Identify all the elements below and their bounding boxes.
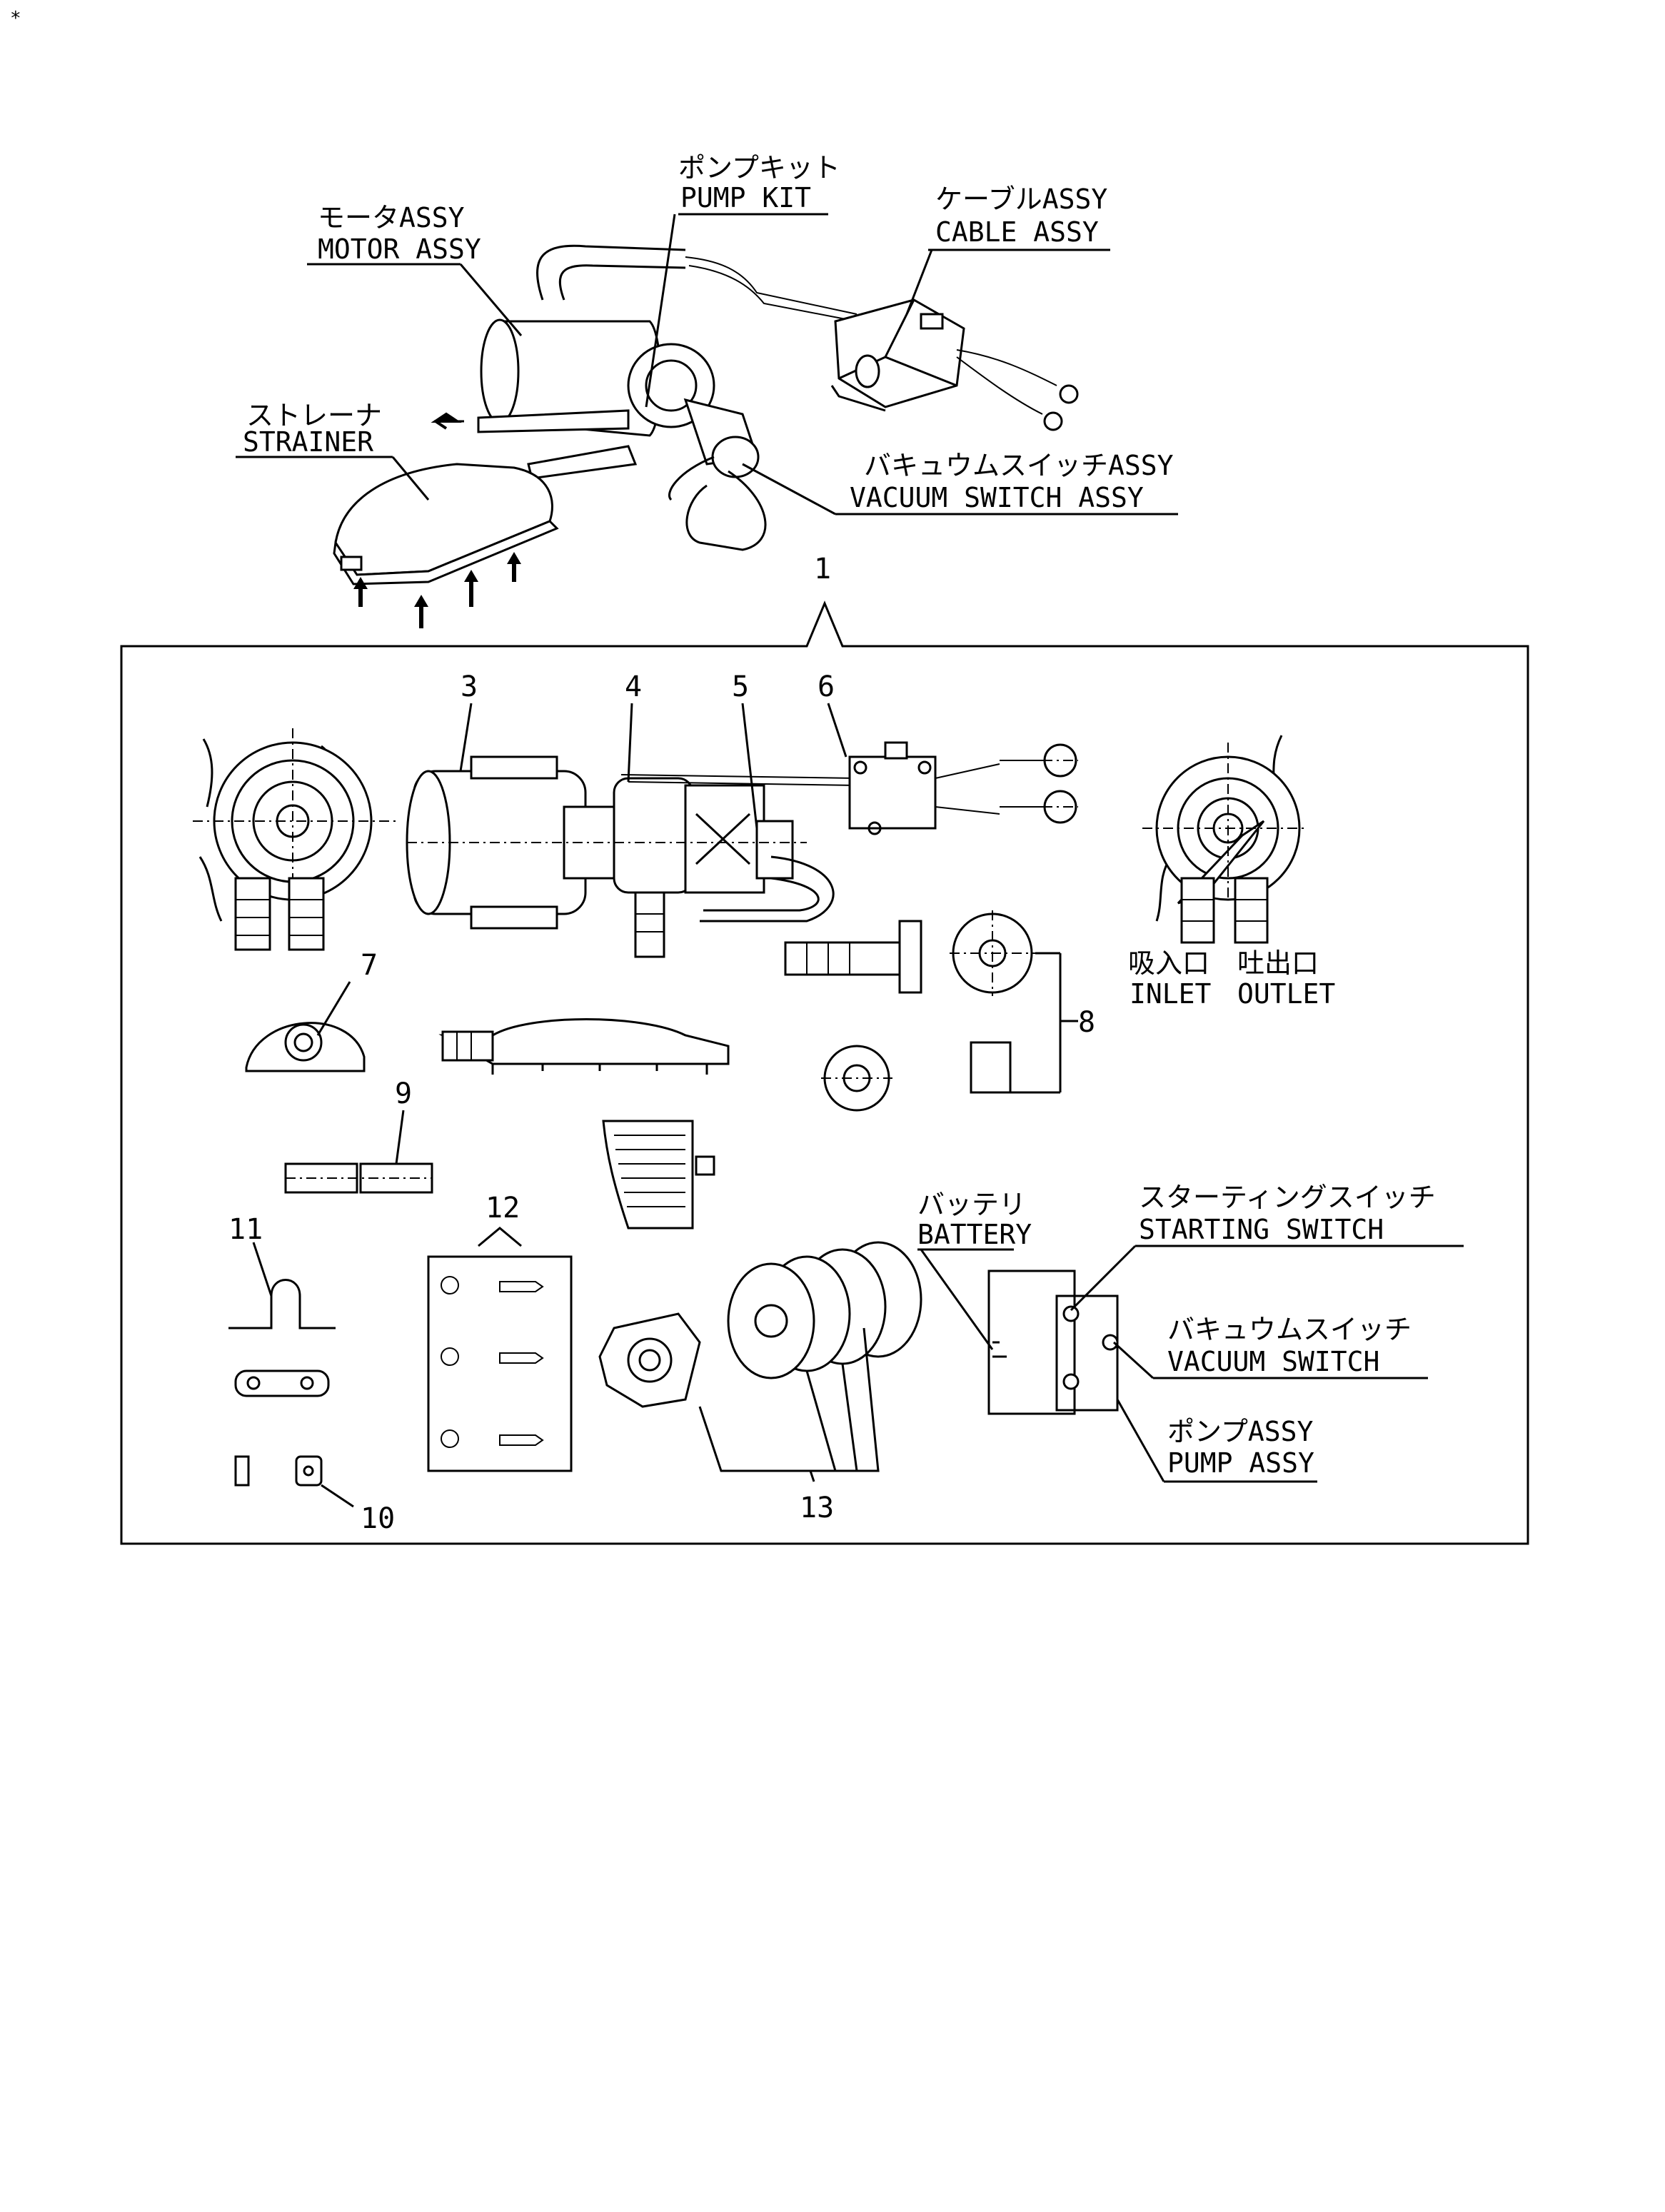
callout-7: 7 (361, 949, 378, 982)
motor-assy-label-jp: モータASSY (318, 202, 465, 233)
callout-10: 10 (361, 1502, 395, 1535)
strainer-label-jp: ストレーナ (246, 400, 382, 431)
motor-assy-label-en: MOTOR ASSY (318, 233, 481, 265)
starting-switch-label-jp: スターティングスイッチ (1139, 1182, 1436, 1213)
part-8-washers (950, 910, 1078, 1094)
callout-13: 13 (800, 1492, 834, 1524)
vacuum-switch-assy-label-jp: バキュウムスイッチASSY (864, 450, 1174, 481)
part-11-clamp (228, 1242, 336, 1397)
callout-12: 12 (486, 1192, 520, 1225)
part-12-screw-set (427, 1227, 573, 1472)
callout-1: 1 (814, 553, 831, 585)
strainer-side-view (438, 1018, 730, 1075)
part-13-impeller-set (598, 1241, 922, 1482)
pump-assy-label-en: PUMP ASSY (1167, 1447, 1314, 1479)
callout-5: 5 (732, 670, 749, 703)
wiring-diagram (917, 1245, 1464, 1483)
callout-8: 8 (1078, 1006, 1095, 1039)
callout-6: 6 (818, 670, 835, 703)
callout-3: 3 (461, 670, 478, 703)
pump-kit-label-en: PUMP KIT (680, 182, 811, 213)
vacuum-switch-label-jp: バキュウムスイッチ (1167, 1314, 1412, 1345)
outlet-label-en: OUTLET (1237, 978, 1335, 1010)
cable-assy-label-en: CABLE ASSY (935, 216, 1099, 248)
outlet-label-jp: 吐出口 (1237, 947, 1319, 979)
callout-11: 11 (228, 1213, 263, 1246)
vacuum-switch-label-en: VACUUM SWITCH (1167, 1346, 1379, 1377)
strainer-screen (602, 1120, 715, 1230)
strainer-label-en: STRAINER (243, 426, 373, 458)
top-assembly-illustration (333, 244, 1079, 628)
washer (821, 1045, 892, 1112)
cable-assy-label-jp: ケーブルASSY (935, 184, 1107, 215)
starting-switch-label-en: STARTING SWITCH (1139, 1214, 1384, 1245)
vacuum-switch-assy-label-en: VACUUM SWITCH ASSY (850, 482, 1144, 513)
page-marker: * (10, 8, 21, 29)
top-leader-lines (236, 213, 1178, 516)
pump-assy-label-jp: ポンプASSY (1167, 1416, 1313, 1447)
part-10-nuts (234, 1455, 354, 1508)
part-7-bracket (245, 981, 366, 1072)
part-9-hose-sleeve (284, 1110, 433, 1194)
top-labels: ポンプキット PUMP KIT モータASSY MOTOR ASSY ケーブルA… (243, 152, 1174, 513)
callout-9: 9 (395, 1077, 412, 1110)
kit-frame (120, 600, 1529, 1545)
battery-label-en: BATTERY (917, 1219, 1032, 1250)
hose-barb-fitting (784, 920, 922, 994)
pump-front-view (193, 728, 400, 951)
pump-rear-view (1142, 735, 1307, 944)
side-view-leaders (459, 703, 847, 829)
battery-label-jp: バッテリ (917, 1189, 1026, 1220)
inlet-label-en: INLET (1130, 978, 1211, 1010)
pump-side-view (406, 741, 1078, 958)
pump-kit-label-jp: ポンプキット (678, 152, 840, 184)
inlet-label-jp: 吸入口 (1128, 947, 1209, 979)
callout-4: 4 (625, 670, 642, 703)
